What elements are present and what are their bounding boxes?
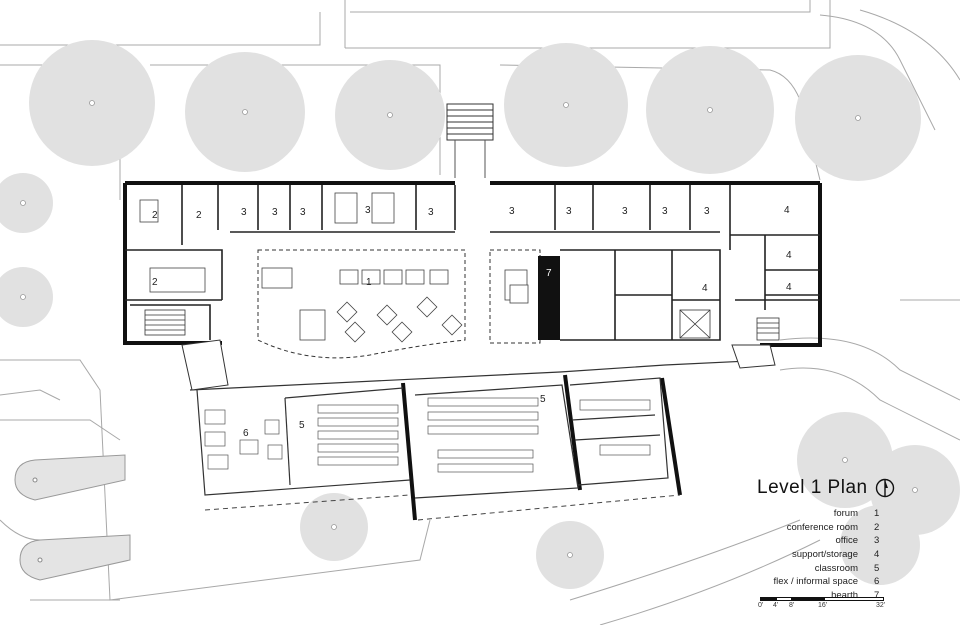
room-label: 3 [241, 207, 247, 218]
legend-label: office [835, 535, 858, 547]
scale-tick: 16' [818, 602, 828, 609]
classroom-desks [204, 397, 651, 473]
scale-bar: 0' 4' 8' 16' 32' [758, 597, 890, 617]
room-label: 5 [299, 420, 305, 431]
legend-number: 3 [874, 535, 880, 547]
room-label: 2 [152, 277, 158, 288]
building-walls [123, 181, 822, 347]
south-wing-outline [189, 359, 771, 499]
legend-number: 4 [874, 549, 880, 561]
room-label: 4 [786, 282, 792, 293]
room-label: 3 [509, 206, 515, 217]
room-label: 3 [622, 206, 628, 217]
scale-segment [792, 597, 824, 601]
legend-number: 5 [874, 562, 880, 574]
scale-tick: 8' [789, 602, 795, 609]
legend-row: forum 1 [760, 507, 890, 521]
south-wing-dashes [204, 494, 681, 521]
room-label: 2 [196, 210, 202, 221]
plan-title: Level 1 Plan [757, 477, 868, 498]
legend-row: hearth 7 [760, 589, 890, 603]
scale-tick: 32' [876, 602, 886, 609]
legend-number: 2 [874, 521, 880, 533]
north-stair [446, 103, 494, 178]
scale-segment [776, 597, 792, 601]
room-label: 3 [662, 206, 668, 217]
room-numbers: 2 2 2 3 3 3 3 3 3 3 3 3 3 4 4 4 4 1 7 6 … [152, 205, 792, 439]
conference-furniture [139, 192, 395, 293]
room-label: 4 [786, 250, 792, 261]
scale-tick: 0' [758, 602, 764, 609]
room-label: 1 [366, 277, 372, 288]
legend-label: conference room [786, 521, 858, 533]
interior-walls [125, 185, 820, 341]
plan-title-block: Level 1 Plan [757, 477, 897, 505]
legend-row: conference room 2 [760, 521, 890, 535]
legend: forum 1 conference room 2 office 3 support/… [760, 507, 890, 602]
parking-islands [14, 454, 131, 581]
room-label: 3 [428, 207, 434, 218]
legend-row: flex / informal space 6 [760, 575, 890, 589]
room-label: 7 [546, 268, 552, 279]
hearth [538, 256, 560, 340]
scale-tick: 4' [773, 602, 779, 609]
vestibules [181, 339, 776, 391]
forum-boundary [257, 249, 541, 359]
scale-segment [760, 597, 776, 601]
room-label: 4 [702, 283, 708, 294]
legend-label: hearth [831, 589, 858, 601]
south-wing-walls [401, 374, 682, 521]
legend-row: support/storage 4 [760, 548, 890, 562]
legend-number: 1 [874, 508, 880, 520]
north-arrow-icon [875, 478, 895, 498]
legend-number: 7 [874, 589, 880, 601]
legend-label: classroom [814, 562, 858, 574]
legend-label: support/storage [791, 549, 858, 561]
room-label: 6 [243, 428, 249, 439]
legend-label: flex / informal space [773, 576, 858, 588]
legend-number: 6 [874, 576, 880, 588]
legend-label: forum [833, 508, 858, 520]
room-label: 2 [152, 210, 158, 221]
tree-centers [20, 100, 918, 558]
scale-segment [824, 597, 884, 601]
legend-row: office 3 [760, 534, 890, 548]
room-label: 3 [704, 206, 710, 217]
forum-furniture [261, 267, 529, 343]
room-label: 3 [365, 205, 371, 216]
room-label: 3 [566, 206, 572, 217]
room-label: 3 [272, 207, 278, 218]
room-label: 5 [540, 394, 546, 405]
legend-row: classroom 5 [760, 561, 890, 575]
room-label: 3 [300, 207, 306, 218]
interior-stairs [144, 309, 780, 341]
room-label: 4 [784, 205, 790, 216]
